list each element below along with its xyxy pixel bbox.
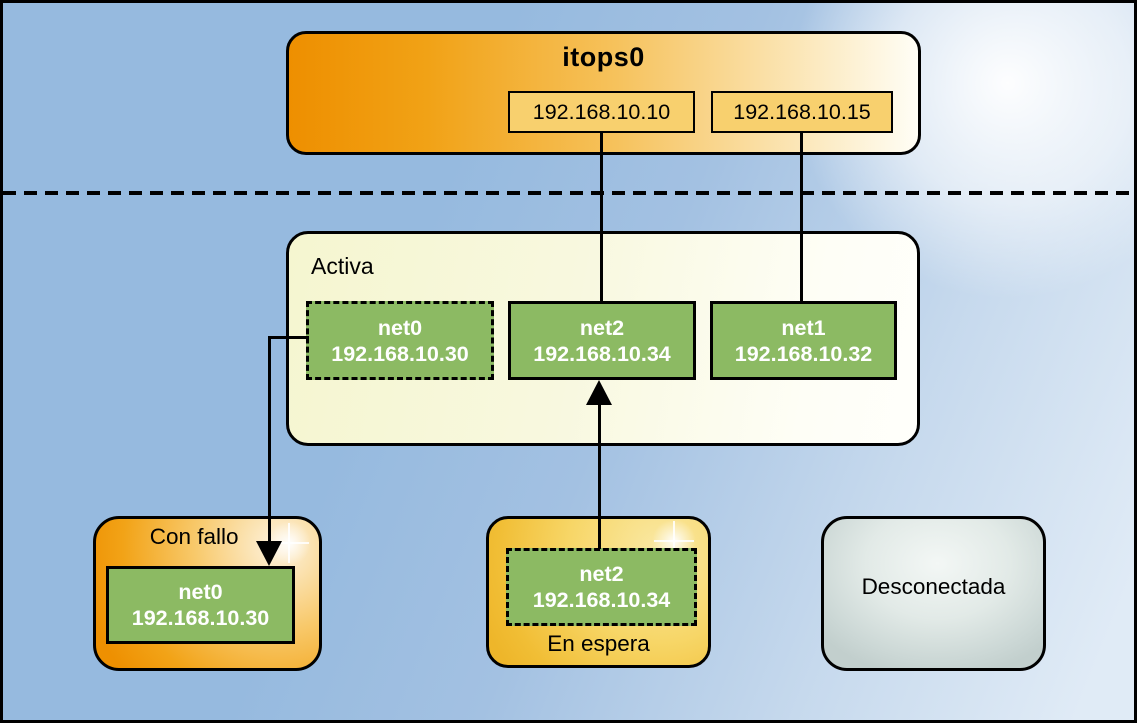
ipmp-group-box: itops0 192.168.10.10 192.168.10.15 [286, 31, 921, 155]
failover-path-vertical [268, 336, 271, 543]
data-address-1: 192.168.10.10 [508, 91, 695, 133]
interface-name: net1 [781, 315, 826, 340]
ipmp-group-name: itops0 [562, 42, 645, 72]
interface-address: 192.168.10.32 [734, 341, 873, 366]
interface-net0-failed: net0 192.168.10.30 [106, 566, 295, 644]
interface-net2-active: net2 192.168.10.34 [508, 301, 696, 380]
active-group-box: Activa net0 192.168.10.30 net2 192.168.1… [286, 231, 920, 446]
failover-path-horizontal [268, 336, 309, 339]
failed-state-label: Con fallo [149, 524, 239, 549]
interface-name: net0 [377, 315, 423, 340]
interface-address: 192.168.10.30 [331, 341, 469, 366]
interface-address: 192.168.10.34 [532, 588, 671, 612]
interface-name: net2 [579, 315, 625, 340]
interface-net2-standby: net2 192.168.10.34 [506, 548, 697, 626]
active-state-label: Activa [311, 253, 374, 279]
interface-address: 192.168.10.34 [533, 341, 671, 366]
interface-name: net2 [579, 562, 624, 586]
data-address-2: 192.168.10.15 [711, 91, 893, 133]
failover-arrowhead-icon [256, 541, 282, 566]
connector-address1-to-net2 [600, 132, 603, 304]
interface-name: net0 [178, 580, 223, 604]
offline-state-label: Desconectada [861, 573, 1006, 599]
interface-address: 192.168.10.30 [131, 606, 270, 630]
standby-state-label: En espera [547, 631, 650, 656]
layer-separator-dashed-line [3, 191, 1134, 195]
connector-address2-to-net1 [800, 132, 803, 304]
failed-group-box: Con fallo net0 192.168.10.30 [93, 516, 322, 671]
interface-net1-active: net1 192.168.10.32 [710, 301, 897, 380]
standby-arrowhead-icon [586, 380, 612, 405]
offline-group-box: Desconectada [821, 516, 1046, 671]
standby-path-vertical [598, 402, 601, 549]
interface-net0-active: net0 192.168.10.30 [306, 301, 494, 380]
